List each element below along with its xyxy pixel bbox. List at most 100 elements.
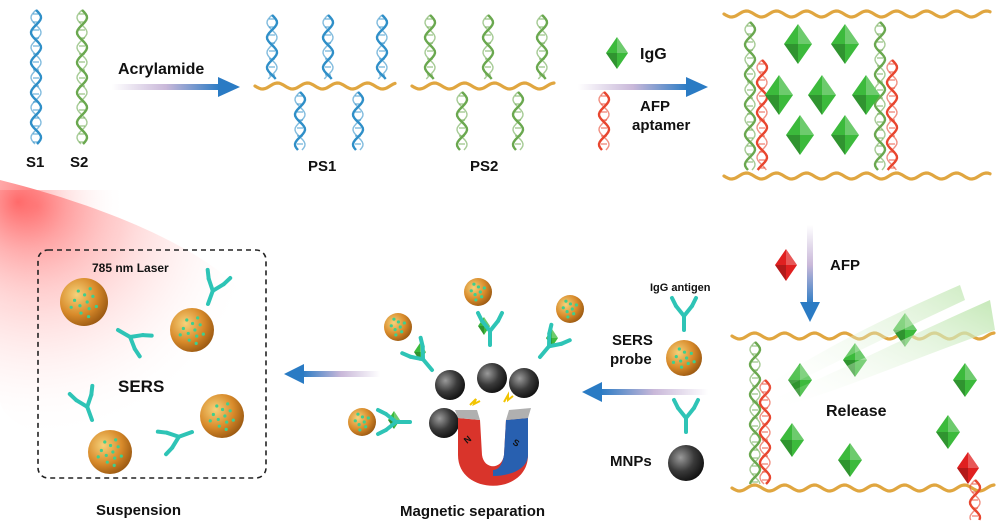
- separation-sers-probe-dot: [396, 320, 401, 324]
- suspension-sers-probe-dot: [181, 326, 185, 331]
- suspension-antibody-segment: [176, 430, 194, 439]
- separation-antibody-segment: [547, 322, 554, 336]
- suspension-antibody-segment: [140, 333, 154, 338]
- suspension-antibody-segment: [221, 276, 233, 287]
- suspension-sers-probe-dot: [114, 438, 118, 442]
- released-afp-facet: [968, 452, 979, 468]
- acrylamide-label: Acrylamide: [118, 61, 204, 78]
- separation-sers-probe-dot: [393, 328, 397, 332]
- suspension-sers-probe-dot: [193, 328, 197, 332]
- arrow-to-suspension: [284, 364, 380, 384]
- suspension-antibody-segment: [128, 335, 137, 351]
- separation-sers-probe-dot: [472, 282, 476, 286]
- ps1-strand-up-backbone: [322, 14, 334, 80]
- mnp-antibody-segment: [676, 406, 688, 420]
- separation-sers-probe-dot: [353, 419, 357, 423]
- release-swoosh: [770, 300, 995, 410]
- mnp-antibody-segment: [672, 398, 680, 410]
- suspension-antibody-segment: [132, 346, 142, 359]
- separation-sers-probe-dot: [392, 317, 396, 321]
- magnetic-separation-label: Magnetic separation: [400, 503, 545, 520]
- s1-strand-backbone: [30, 9, 42, 145]
- suspension-antibody: [205, 267, 233, 306]
- s2-strand: [75, 9, 89, 145]
- separation-sers-probe-dot: [570, 307, 574, 311]
- separation-sers-probe-dot: [469, 289, 473, 293]
- hydrogel-igg-facet: [845, 115, 859, 135]
- mnps-label: MNPs: [610, 453, 652, 470]
- suspension-sers-probe-dot: [185, 318, 189, 322]
- suspension-sers-probe-dot: [99, 448, 103, 453]
- ps1-strand-down-backbone: [294, 91, 306, 151]
- suspension-sers-probe-dot: [112, 463, 116, 467]
- hydrogel-igg-facet: [779, 75, 793, 95]
- hydrogel-igg-shade: [852, 95, 866, 115]
- suspension-sers-probe-dot: [215, 404, 219, 408]
- igg-icon-facet: [617, 37, 628, 53]
- separation-antibody-segment: [420, 344, 426, 362]
- hydrogel-igg-shade: [831, 44, 845, 64]
- separation-sers-probe-dot: [565, 310, 569, 314]
- hydrogel-igg-shade: [831, 135, 845, 155]
- separation-sers-probe-dot: [564, 299, 568, 303]
- ps1-strand-up: [265, 14, 279, 80]
- separation-mnp: [509, 368, 539, 398]
- ps2-strand-down-backbone: [512, 91, 524, 151]
- hydrogel-igg-facet: [845, 24, 859, 44]
- suspension-sers-probe-dot: [208, 419, 212, 423]
- suspension-sers-probe-dot: [87, 307, 91, 311]
- suspension-sers-probe-dot: [116, 445, 120, 449]
- suspension-sers-probe-dot: [111, 450, 115, 454]
- sers-probe-label-line2: probe: [610, 351, 652, 368]
- arrow-to-hydrogel: [578, 77, 708, 97]
- sers-probe-ball-dot: [682, 350, 687, 354]
- suspension-sers-probe-dot: [225, 420, 229, 424]
- mnp-antibody: [672, 398, 700, 434]
- released-bottom-polymer: [730, 483, 996, 493]
- sers-probe-ball-dot: [674, 355, 678, 359]
- arrow-afp-down: [800, 225, 820, 322]
- released-aptamer-afp-backbone: [969, 479, 981, 521]
- release-swoosh: [760, 285, 965, 400]
- suspension-antibody: [116, 328, 154, 359]
- separation-mnp: [435, 370, 465, 400]
- hydrogel-igg: [765, 75, 793, 115]
- suspension-sers-probe-dot: [88, 287, 92, 291]
- ps2-strand-up-backbone: [482, 14, 494, 80]
- suspension-sers-probe-dot: [108, 443, 113, 448]
- ps2-strand-up: [535, 14, 549, 80]
- ps1-strand-up-backbone: [266, 14, 278, 80]
- separation-mnp: [477, 363, 507, 393]
- suspension-antibody-segment: [206, 276, 215, 293]
- suspension-box: [37, 249, 267, 479]
- suspension-antibody: [155, 429, 194, 457]
- separation-sers-probe-dot: [566, 315, 570, 319]
- released-igg-shade: [780, 440, 792, 457]
- separation-sers-probe-dot: [398, 325, 402, 329]
- released-igg-escaping: [953, 363, 977, 397]
- released-afp: [957, 452, 979, 484]
- igg-icon-shade: [606, 53, 617, 69]
- separation-antibody: [400, 335, 434, 372]
- separation-sers-probe: [384, 313, 412, 341]
- separation-igg-complex-facet: [394, 411, 400, 420]
- suspension-sers-probe-dot: [195, 334, 199, 338]
- suspension-sers-probe-dot: [231, 418, 235, 422]
- separation-antibody-segment: [476, 311, 484, 323]
- suspension-sers-probe-dot: [220, 407, 225, 412]
- suspension-sers-probe-dot: [226, 402, 230, 406]
- s2-label: S2: [70, 154, 88, 171]
- suspension-antibody-segment: [206, 288, 215, 306]
- separation-sers-probe-dot: [480, 295, 484, 299]
- separation-antibody-segment: [488, 319, 500, 333]
- afp-icon-shade: [775, 265, 786, 281]
- igg-antigen-antibody: [670, 296, 698, 332]
- suspension-antibody-segment: [128, 333, 145, 339]
- afp-aptamer-icon-backbone: [598, 91, 610, 151]
- released-igg-escaping-shade: [953, 380, 965, 397]
- sers-probe-label-line1: SERS: [612, 332, 653, 349]
- separation-sers-probe: [348, 408, 376, 436]
- separation-sers-probe-dot: [389, 324, 393, 328]
- separation-sers-probe: [464, 278, 492, 306]
- sers-probe-ball-dot: [692, 360, 696, 364]
